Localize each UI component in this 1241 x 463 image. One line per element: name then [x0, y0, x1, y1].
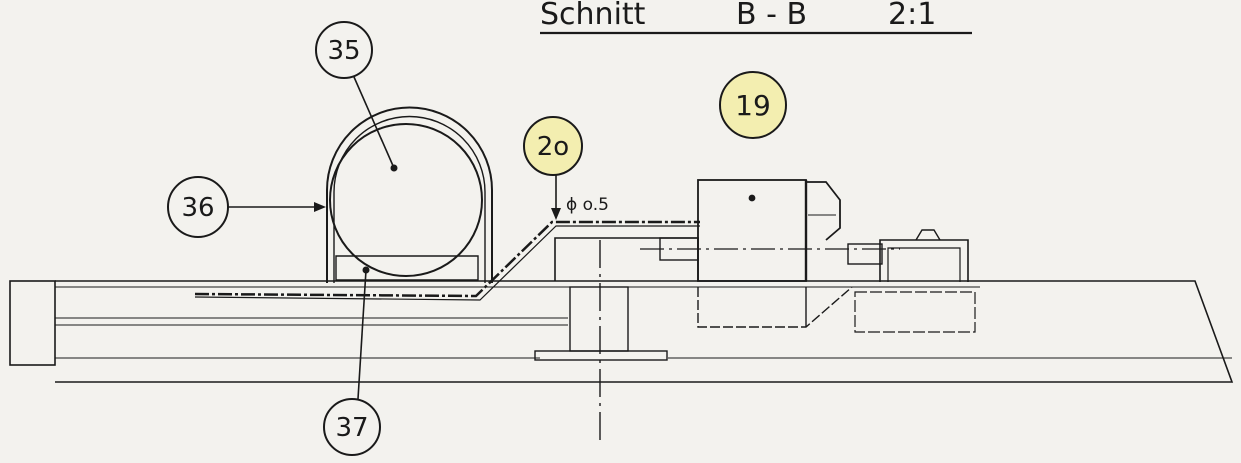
balloon-35: 35	[315, 21, 395, 169]
balloon-36-label: 36	[181, 193, 214, 223]
motor-assembly	[640, 179, 976, 333]
wire-path	[194, 220, 700, 298]
saddle	[335, 255, 479, 281]
title-name: B - B	[736, 0, 807, 32]
balloon-19-label: 19	[735, 89, 771, 122]
clamp-outer	[326, 106, 493, 283]
drum-assembly	[326, 106, 493, 283]
diameter-label: ϕ o.5	[566, 195, 609, 215]
right-frame	[879, 239, 969, 282]
balloon-19: 19	[719, 71, 787, 139]
balloon-37: 37	[323, 269, 381, 456]
base-rail	[9, 280, 1234, 383]
title-section: Schnitt	[540, 0, 646, 32]
post	[569, 286, 629, 352]
title-scale: 2:1	[888, 0, 936, 32]
balloon-20: 2o	[523, 116, 583, 220]
balloon-36: 36	[167, 176, 326, 238]
drum-circle	[329, 123, 483, 277]
motor-cap	[806, 181, 841, 241]
balloon-20-label: 2o	[537, 132, 569, 162]
wire-line: ϕ o.5	[194, 195, 700, 301]
section-title: Schnitt B - B 2:1	[540, 0, 972, 35]
end-block	[9, 280, 56, 366]
center-block	[534, 237, 699, 446]
balloon-35-label: 35	[327, 36, 360, 66]
rail-outline	[55, 280, 1234, 383]
foot-plate	[534, 350, 668, 361]
balloon-37-label: 37	[335, 413, 368, 443]
